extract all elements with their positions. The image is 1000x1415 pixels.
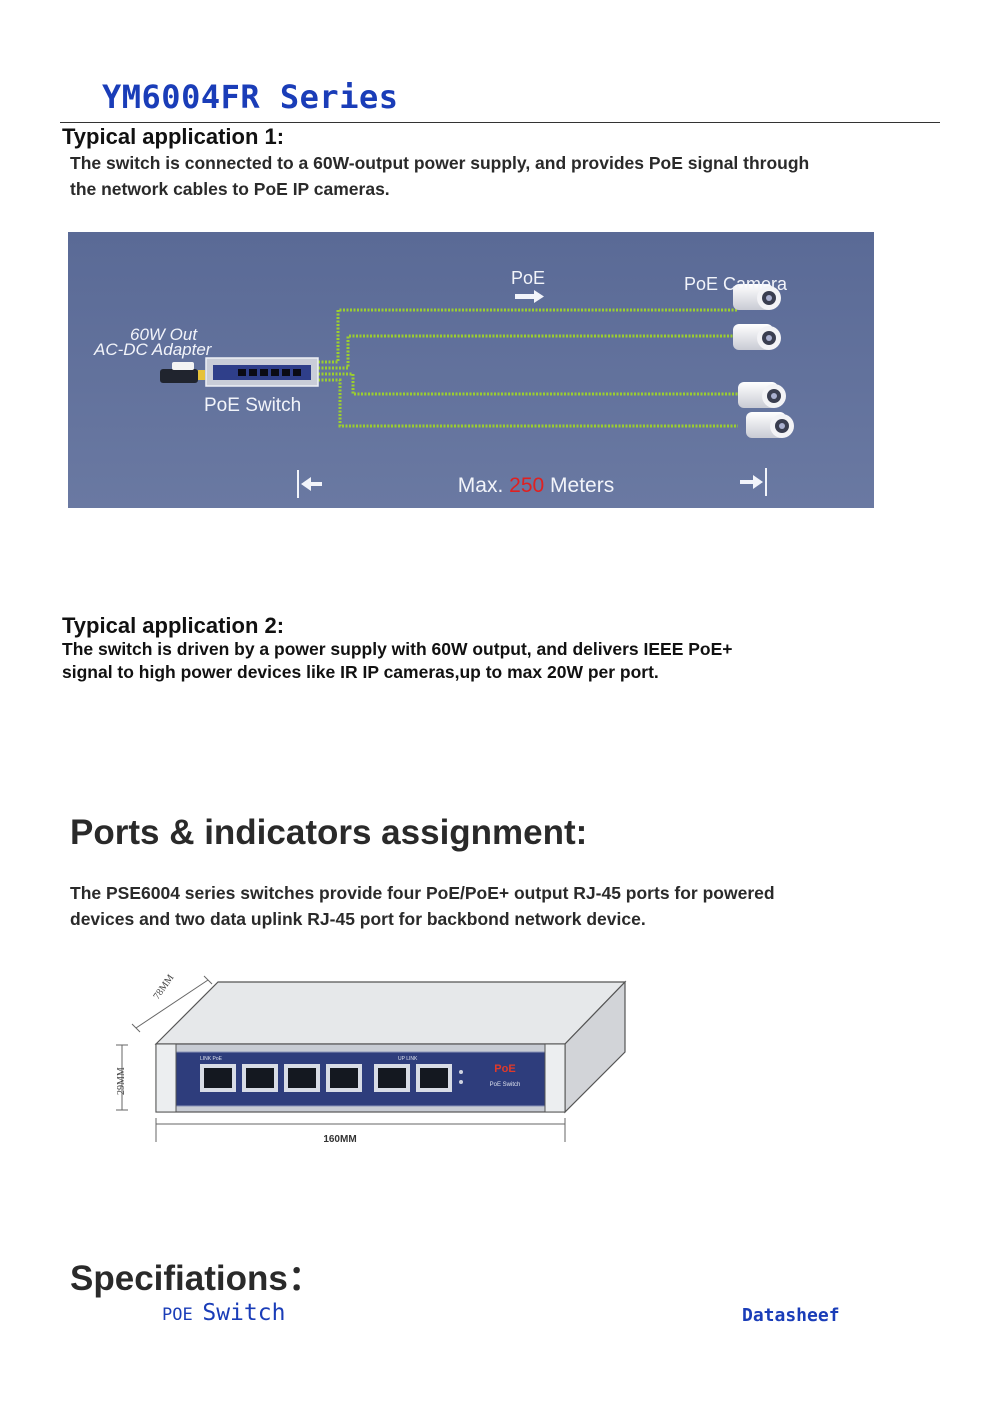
rj45-port-icon (242, 1064, 278, 1092)
ac-dc-adapter-icon (160, 362, 205, 383)
footer-product-name: POE Switch (162, 1300, 285, 1326)
adapter-label-line-2: AC-DC Adapter (93, 340, 213, 359)
left-port-group-label: LINK PoE (200, 1056, 223, 1062)
indicator-led-icon (459, 1070, 463, 1074)
depth-label: 78MM (151, 973, 176, 1002)
distance-value: 250 (509, 474, 544, 497)
poe-switch-label: PoE Switch (204, 395, 301, 416)
application-2-line-1: The switch is driven by a power supply w… (62, 639, 733, 659)
poe-camera-icon (746, 412, 794, 438)
rj45-port-icon (326, 1064, 362, 1092)
ports-line-1: The PSE6004 series switches provide four… (70, 883, 775, 903)
poe-arrow-icon (515, 290, 544, 303)
specifications-heading: Specifiations： (70, 1259, 323, 1298)
poe-camera-icon (733, 324, 781, 350)
poe-label: PoE (511, 268, 545, 288)
network-cables (185, 308, 738, 428)
distance-left-arrow-icon (297, 470, 322, 498)
application-1-heading: Typical application 1: (62, 124, 285, 149)
dimension-lines (116, 975, 566, 1142)
adapter-label-line-1: 60W Out (130, 325, 198, 344)
switch-body (154, 980, 627, 1114)
cable-4 (318, 378, 738, 428)
switch-sub-label: PoE Switch (490, 1082, 521, 1088)
poe-switch-icon (205, 357, 319, 387)
application-2-description: The switch is driven by a power supply w… (62, 638, 733, 684)
application-2-line-2: signal to high power devices like IR IP … (62, 662, 659, 682)
application-2-heading: Typical application 2: (62, 613, 285, 638)
application-1-line-2: the network cables to PoE IP cameras. (70, 179, 390, 199)
switch-brand-label: PoE (494, 1063, 515, 1075)
switch-dimension-drawing: 78MM 29MM 160MM LINK PoE UP LINK PoE PoE… (116, 973, 627, 1145)
poe-camera-icon (733, 284, 781, 310)
distance-right-arrow-icon (740, 468, 767, 496)
application-1-diagram: 60W Out AC-DC Adapter PoE Switch PoE PoE… (68, 232, 874, 508)
poe-camera-label: PoE Camera (684, 274, 788, 294)
title-divider (60, 122, 940, 123)
distance-label: Max. 250 Meters (458, 474, 614, 497)
rj45-port-icon (284, 1064, 320, 1092)
application-1-description: The switch is connected to a 60W-output … (70, 150, 809, 202)
height-label: 29MM (116, 1067, 127, 1095)
page-title: YM6004FR Series (102, 78, 399, 116)
application-1-line-1: The switch is connected to a 60W-output … (70, 153, 810, 173)
distance-prefix: Max. (458, 474, 504, 497)
indicator-led-icon (459, 1080, 463, 1084)
poe-camera-icon (738, 382, 786, 408)
cable-2 (318, 334, 738, 370)
ports-line-2: devices and two data uplink RJ-45 port f… (70, 909, 646, 929)
footer-switch-label: Switch (202, 1300, 286, 1326)
footer-poe-label: POE (162, 1305, 193, 1325)
rj45-port-icon (374, 1064, 410, 1092)
width-label: 160MM (323, 1134, 356, 1145)
distance-suffix: Meters (550, 474, 614, 497)
footer-datasheet-label: Datasheef (742, 1305, 840, 1326)
rj45-port-icon (416, 1064, 452, 1092)
right-port-group-label: UP LINK (398, 1056, 418, 1062)
cable-1 (318, 308, 738, 364)
rj45-port-icon (200, 1064, 236, 1092)
ports-heading: Ports & indicators assignment: (70, 813, 588, 852)
cable-3 (318, 372, 738, 396)
ports-description: The PSE6004 series switches provide four… (70, 880, 775, 932)
